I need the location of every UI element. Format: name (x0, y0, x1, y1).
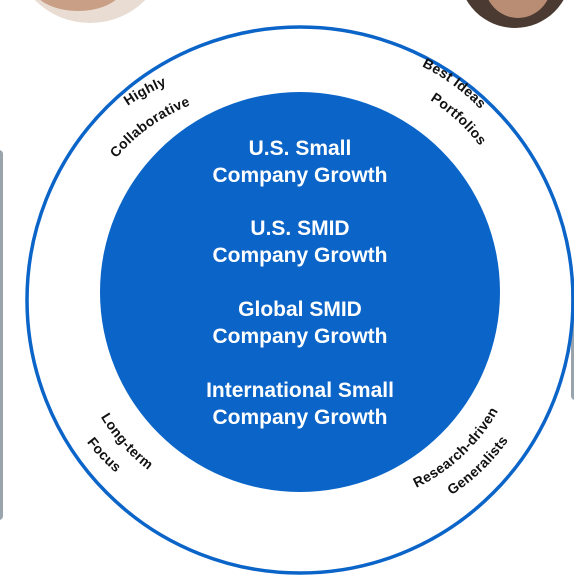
strategy-name: U.S. Small (249, 137, 352, 160)
outer-ring (25, 25, 574, 575)
photo-top-left (34, 0, 146, 23)
strategy-name: Company Growth (212, 406, 387, 429)
portrait-photo-icon (0, 150, 3, 520)
attribute-label: Highly (121, 73, 168, 108)
face-shape (488, 0, 548, 18)
strategy-name: International Small (206, 379, 394, 402)
photo-top-right (466, 0, 564, 28)
strategy-list: U.S. Small Company Growth U.S. SMID Comp… (206, 137, 394, 429)
strategy-name: Company Growth (212, 164, 387, 187)
inner-circle (100, 92, 500, 492)
face-shape (40, 0, 116, 11)
strategy-name: Global SMID (238, 298, 362, 321)
attribute-highly: Highly (121, 73, 169, 108)
strategy-name: U.S. SMID (250, 217, 349, 240)
strategy-name: Company Growth (212, 244, 387, 267)
strategy-name: Company Growth (212, 325, 387, 348)
